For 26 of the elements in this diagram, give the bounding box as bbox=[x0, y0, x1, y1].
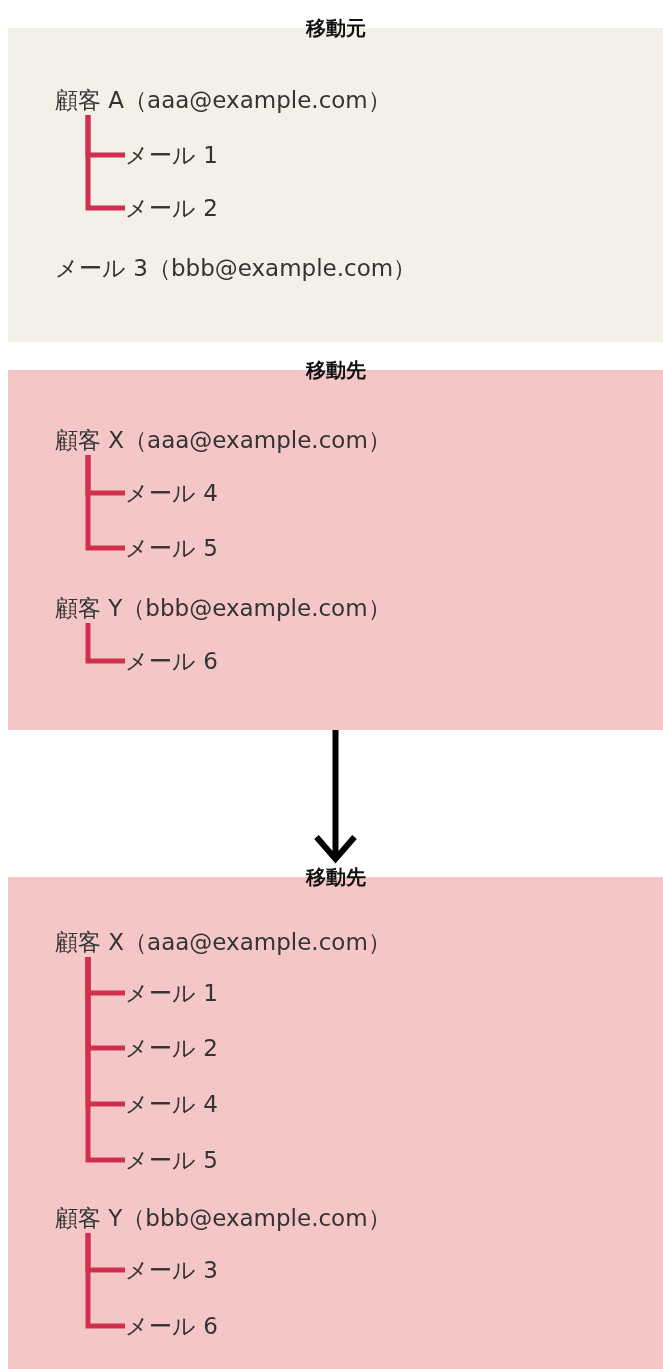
tree-line bbox=[85, 957, 125, 1163]
tree-item-label: メール 5 bbox=[125, 1145, 218, 1175]
tree-item-label: メール 5 bbox=[125, 533, 218, 563]
tree-item-label: メール 6 bbox=[125, 1311, 218, 1341]
tree-item-label: 顧客 Y（bbb@example.com） bbox=[55, 1203, 391, 1233]
tree-item-label: 顧客 X（aaa@example.com） bbox=[55, 425, 391, 455]
tree-line bbox=[85, 115, 125, 211]
panel-heading: 移動元 bbox=[305, 16, 366, 40]
tree-item-label: 顧客 A（aaa@example.com） bbox=[55, 85, 391, 115]
tree-item-label: メール 4 bbox=[125, 1089, 218, 1119]
tree-item-label: メール 2 bbox=[125, 193, 218, 223]
tree-item-label: メール 2 bbox=[125, 1033, 218, 1063]
tree-line bbox=[85, 623, 125, 664]
tree-item-label: メール 3 bbox=[125, 1255, 218, 1285]
tree-item-label: メール 1 bbox=[125, 978, 218, 1008]
tree-item-label: 顧客 X（aaa@example.com） bbox=[55, 927, 391, 957]
tree-item-label: メール 6 bbox=[125, 646, 218, 676]
panel-heading: 移動先 bbox=[305, 358, 366, 382]
tree-line bbox=[85, 1233, 125, 1329]
tree-line bbox=[85, 455, 125, 551]
tree-item-label: メール 1 bbox=[125, 140, 218, 170]
down-arrow bbox=[313, 730, 358, 862]
tree-item-label: メール 4 bbox=[125, 478, 218, 508]
tree-item-label: メール 3（bbb@example.com） bbox=[55, 253, 417, 283]
tree-item-label: 顧客 Y（bbb@example.com） bbox=[55, 593, 391, 623]
panel-heading: 移動先 bbox=[305, 865, 366, 889]
